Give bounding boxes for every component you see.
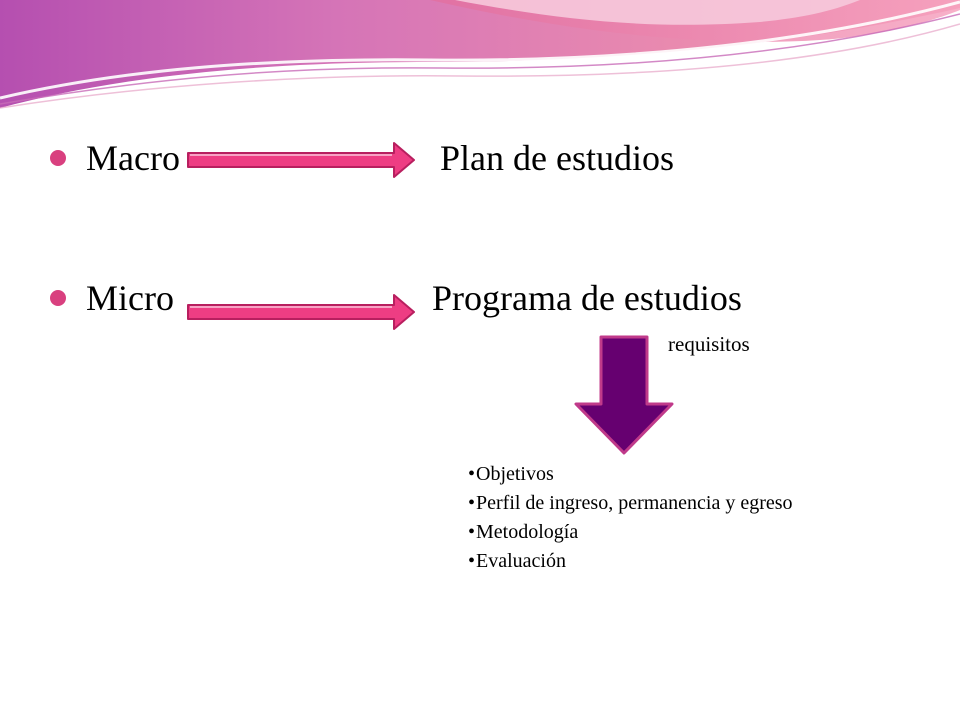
header-banner — [0, 0, 960, 109]
row-target-programa: Programa de estudios — [432, 278, 742, 318]
requisitos-label: requisitos — [668, 332, 750, 356]
right-arrow-icon — [187, 294, 415, 330]
row-label-micro: Micro — [86, 278, 174, 318]
bullet-dot-icon — [50, 290, 66, 306]
list-item: Objetivos — [468, 460, 828, 489]
list-item: Evaluación — [468, 547, 828, 576]
row-macro: Macro Plan de estudios — [0, 130, 960, 190]
bullet-dot-icon — [50, 150, 66, 166]
row-micro: Micro Programa de estudios — [0, 270, 960, 330]
list-item: Perfil de ingreso, permanencia y egreso — [468, 489, 828, 518]
row-label-macro: Macro — [86, 138, 180, 178]
right-arrow-icon — [187, 142, 415, 178]
row-target-plan: Plan de estudios — [440, 138, 674, 178]
requirements-list: Objetivos Perfil de ingreso, permanencia… — [468, 460, 828, 576]
list-item: Metodología — [468, 518, 828, 547]
down-arrow-icon — [574, 335, 674, 455]
